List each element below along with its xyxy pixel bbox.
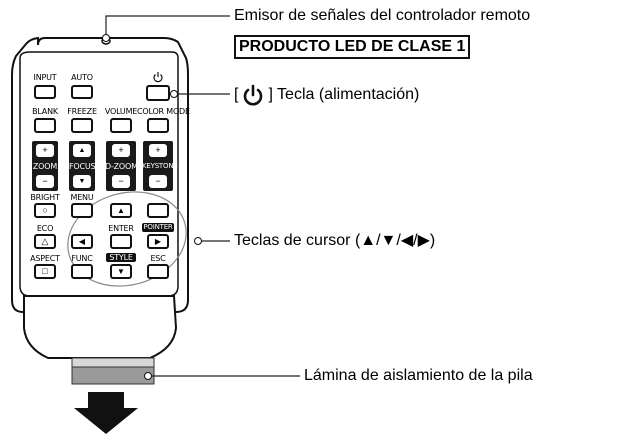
- power-icon-small: [152, 70, 164, 83]
- style-label: STYLE: [106, 253, 136, 262]
- led-class-annotation: PRODUCTO LED DE CLASE 1: [234, 35, 471, 59]
- focus-up-button[interactable]: ▲: [73, 144, 91, 157]
- color-mode-label: COLOR MODE: [137, 107, 190, 116]
- emitter-annotation: Emisor de señales del controlador remoto: [234, 7, 531, 24]
- battery-dot: [144, 372, 152, 380]
- aspect-button[interactable]: □: [34, 264, 56, 279]
- focus-down-button[interactable]: ▼: [73, 175, 91, 188]
- cursor-highlight-ellipse: [67, 191, 187, 287]
- esc-label: ESC: [150, 254, 166, 263]
- zoom-label: ZOOM: [32, 162, 58, 171]
- d-zoom-minus-button[interactable]: −: [112, 175, 130, 188]
- cursor-dot: [194, 237, 202, 245]
- bright-label: BRIGHT: [30, 193, 60, 202]
- zoom-plus-button[interactable]: +: [36, 144, 54, 157]
- cursor-keys-annotation: Teclas de cursor (▲/▼/◀/▶): [234, 232, 436, 249]
- top-right-button[interactable]: [147, 203, 169, 218]
- blank-button[interactable]: [34, 118, 56, 133]
- d-zoom-plus-button[interactable]: +: [112, 144, 130, 157]
- auto-button[interactable]: [71, 85, 93, 99]
- func-button[interactable]: [71, 264, 93, 279]
- menu-button[interactable]: [71, 203, 93, 218]
- cursor-left-button[interactable]: ◀: [71, 234, 93, 249]
- input-label: INPUT: [33, 73, 57, 82]
- freeze-label: FREEZE: [67, 107, 97, 116]
- cursor-down-button[interactable]: ▼: [110, 264, 132, 279]
- enter-label: ENTER: [108, 224, 134, 233]
- keystone-label: KEYSTONE: [142, 162, 178, 170]
- input-button[interactable]: [34, 85, 56, 99]
- battery-sheet-annotation: Lámina de aislamiento de la pila: [304, 367, 533, 384]
- cursor-right-button[interactable]: ▶: [147, 234, 169, 249]
- func-label: FUNC: [71, 254, 93, 263]
- focus-label: FOCUS: [69, 162, 96, 171]
- battery-compartment: [23, 295, 178, 359]
- emitter-leader: [105, 15, 230, 36]
- bright-button[interactable]: ○: [34, 203, 56, 218]
- keystone-plus-button[interactable]: +: [149, 144, 167, 157]
- blank-label: BLANK: [32, 107, 58, 116]
- power-icon: [242, 84, 264, 106]
- eco-label: ECO: [36, 224, 54, 233]
- aspect-label: ASPECT: [30, 254, 60, 263]
- volume-button[interactable]: [110, 118, 132, 133]
- esc-button[interactable]: [147, 264, 169, 279]
- down-arrow-icon: [74, 392, 138, 434]
- remote-outline: [11, 36, 189, 313]
- cursor-up-button[interactable]: ▲: [110, 203, 132, 218]
- battery-tab: [71, 366, 155, 385]
- power-button[interactable]: [146, 85, 170, 101]
- d-zoom-label: D-ZOOM: [105, 162, 138, 171]
- auto-label: AUTO: [71, 73, 93, 82]
- keystone-minus-button[interactable]: −: [149, 175, 167, 188]
- pointer-label: POINTER: [142, 223, 174, 232]
- freeze-button[interactable]: [71, 118, 93, 133]
- color-mode-button[interactable]: [147, 118, 169, 133]
- power-key-text: ] Tecla (alimentación): [268, 86, 420, 103]
- volume-label: VOLUME: [104, 107, 138, 116]
- eco-button[interactable]: △: [34, 234, 56, 249]
- power-key-annotation: [ ] Tecla (alimentación): [234, 84, 419, 106]
- emitter-dot: [102, 34, 110, 42]
- power-dot: [170, 90, 178, 98]
- enter-button[interactable]: [110, 234, 132, 249]
- power-key-bracket: [: [234, 86, 239, 103]
- menu-label: MENU: [70, 193, 94, 202]
- zoom-minus-button[interactable]: −: [36, 175, 54, 188]
